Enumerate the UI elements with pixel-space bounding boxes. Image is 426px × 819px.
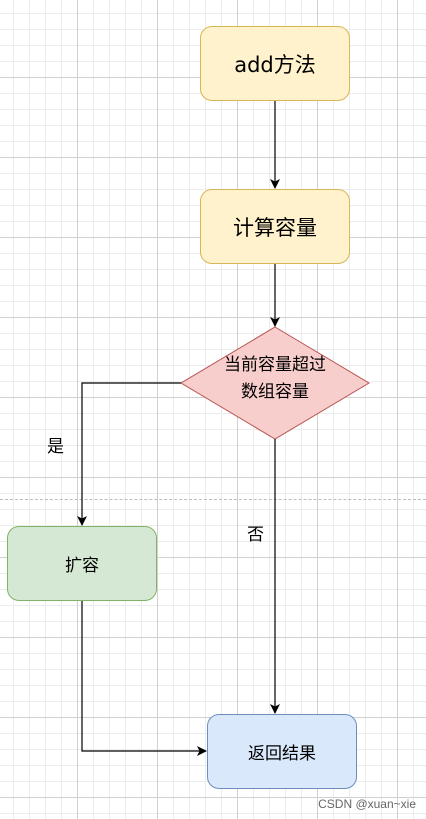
- node-return-result: 返回结果: [207, 714, 357, 789]
- node-return-result-label: 返回结果: [248, 744, 316, 764]
- edge-label-yes: 是: [47, 437, 64, 457]
- node-add-method: add方法: [200, 26, 350, 101]
- node-add-method-label: add方法: [234, 52, 316, 77]
- decision-label: 当前容量超过 数组容量: [224, 355, 326, 402]
- page-break-line: [0, 499, 426, 500]
- watermark: CSDN @xuan~xie: [318, 797, 416, 811]
- edge-label-no: 否: [247, 525, 264, 545]
- arrow-decision-to-expand: [77, 382, 181, 526]
- node-calc-capacity-label: 计算容量: [233, 215, 317, 240]
- arrow-expand-to-result: [81, 601, 207, 756]
- node-expand: 扩容: [7, 526, 157, 601]
- node-calc-capacity: 计算容量: [200, 189, 350, 264]
- node-expand-label: 扩容: [65, 556, 99, 576]
